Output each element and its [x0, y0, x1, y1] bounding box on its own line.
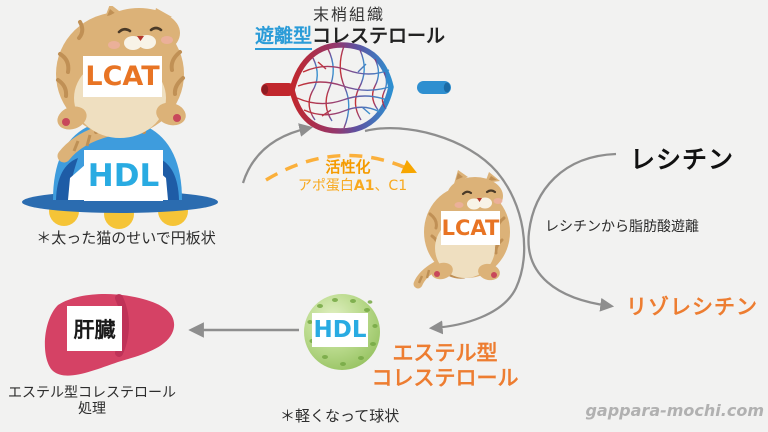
- lcat-label-on-cat: LCAT: [83, 56, 162, 97]
- ester-line1: エステル型: [392, 341, 498, 365]
- activation-dashed-arrow: [265, 153, 417, 182]
- lecithin-reaction-text: レシチンから脂肪酸遊離: [545, 219, 699, 235]
- apo-suffix-text: 、C1: [374, 178, 408, 194]
- free-type-text: 遊離型: [254, 25, 312, 50]
- liver-label: 肝臓: [67, 306, 122, 351]
- vein-stub: [417, 81, 451, 94]
- liver-caption-line2: 処理: [78, 401, 106, 417]
- capillary-bed-outline: [289, 42, 394, 134]
- hdl-label-on-sphere: HDL: [312, 313, 368, 347]
- peripheral-tissue-title: 末梢組織: [312, 5, 385, 24]
- sphere-speckles: [307, 298, 378, 366]
- hdl-to-tissue-arrow: [241, 123, 314, 184]
- apo-prefix-text: アポ蛋白: [297, 178, 354, 194]
- capillary-vessel-illustration: [261, 42, 451, 134]
- liver-caption-line1: エステル型コレステロール: [8, 385, 176, 401]
- apo-a1-text: A1: [353, 178, 375, 194]
- cholesterol-text: コレステロール: [312, 25, 446, 47]
- disc-shape-note: ＊太った猫のせいで円板状: [36, 229, 216, 247]
- free-cholesterol-label: 遊離型コレステロール: [230, 21, 470, 50]
- lcat-label-small-cat: LCAT: [441, 211, 500, 245]
- activation-label: 活性化: [325, 158, 371, 176]
- apolipoprotein-label: アポ蛋白A1、C1: [270, 175, 435, 195]
- capillary-mesh: [296, 45, 390, 129]
- artery-stub: [261, 83, 295, 96]
- site-watermark: gappara-mochi.com: [585, 401, 764, 420]
- lecithin-title: レシチン: [630, 145, 735, 174]
- lecithin-to-lysolecithin-arrow: [527, 152, 617, 312]
- fat-cat-shape: [56, 6, 186, 163]
- hdl-label-on-disc: HDL: [84, 150, 163, 201]
- lysolecithin-label: リゾレシチン: [626, 295, 758, 319]
- liver-caption: エステル型コレステロール 処理: [0, 385, 184, 417]
- sphere-shape-note: ＊軽くなって球状: [280, 407, 400, 425]
- ester-cholesterol-label: エステル型 コレステロール: [370, 341, 520, 391]
- ester-line2: コレステロール: [371, 366, 519, 390]
- tissue-to-ester-cholesterol-arrow: [364, 127, 526, 335]
